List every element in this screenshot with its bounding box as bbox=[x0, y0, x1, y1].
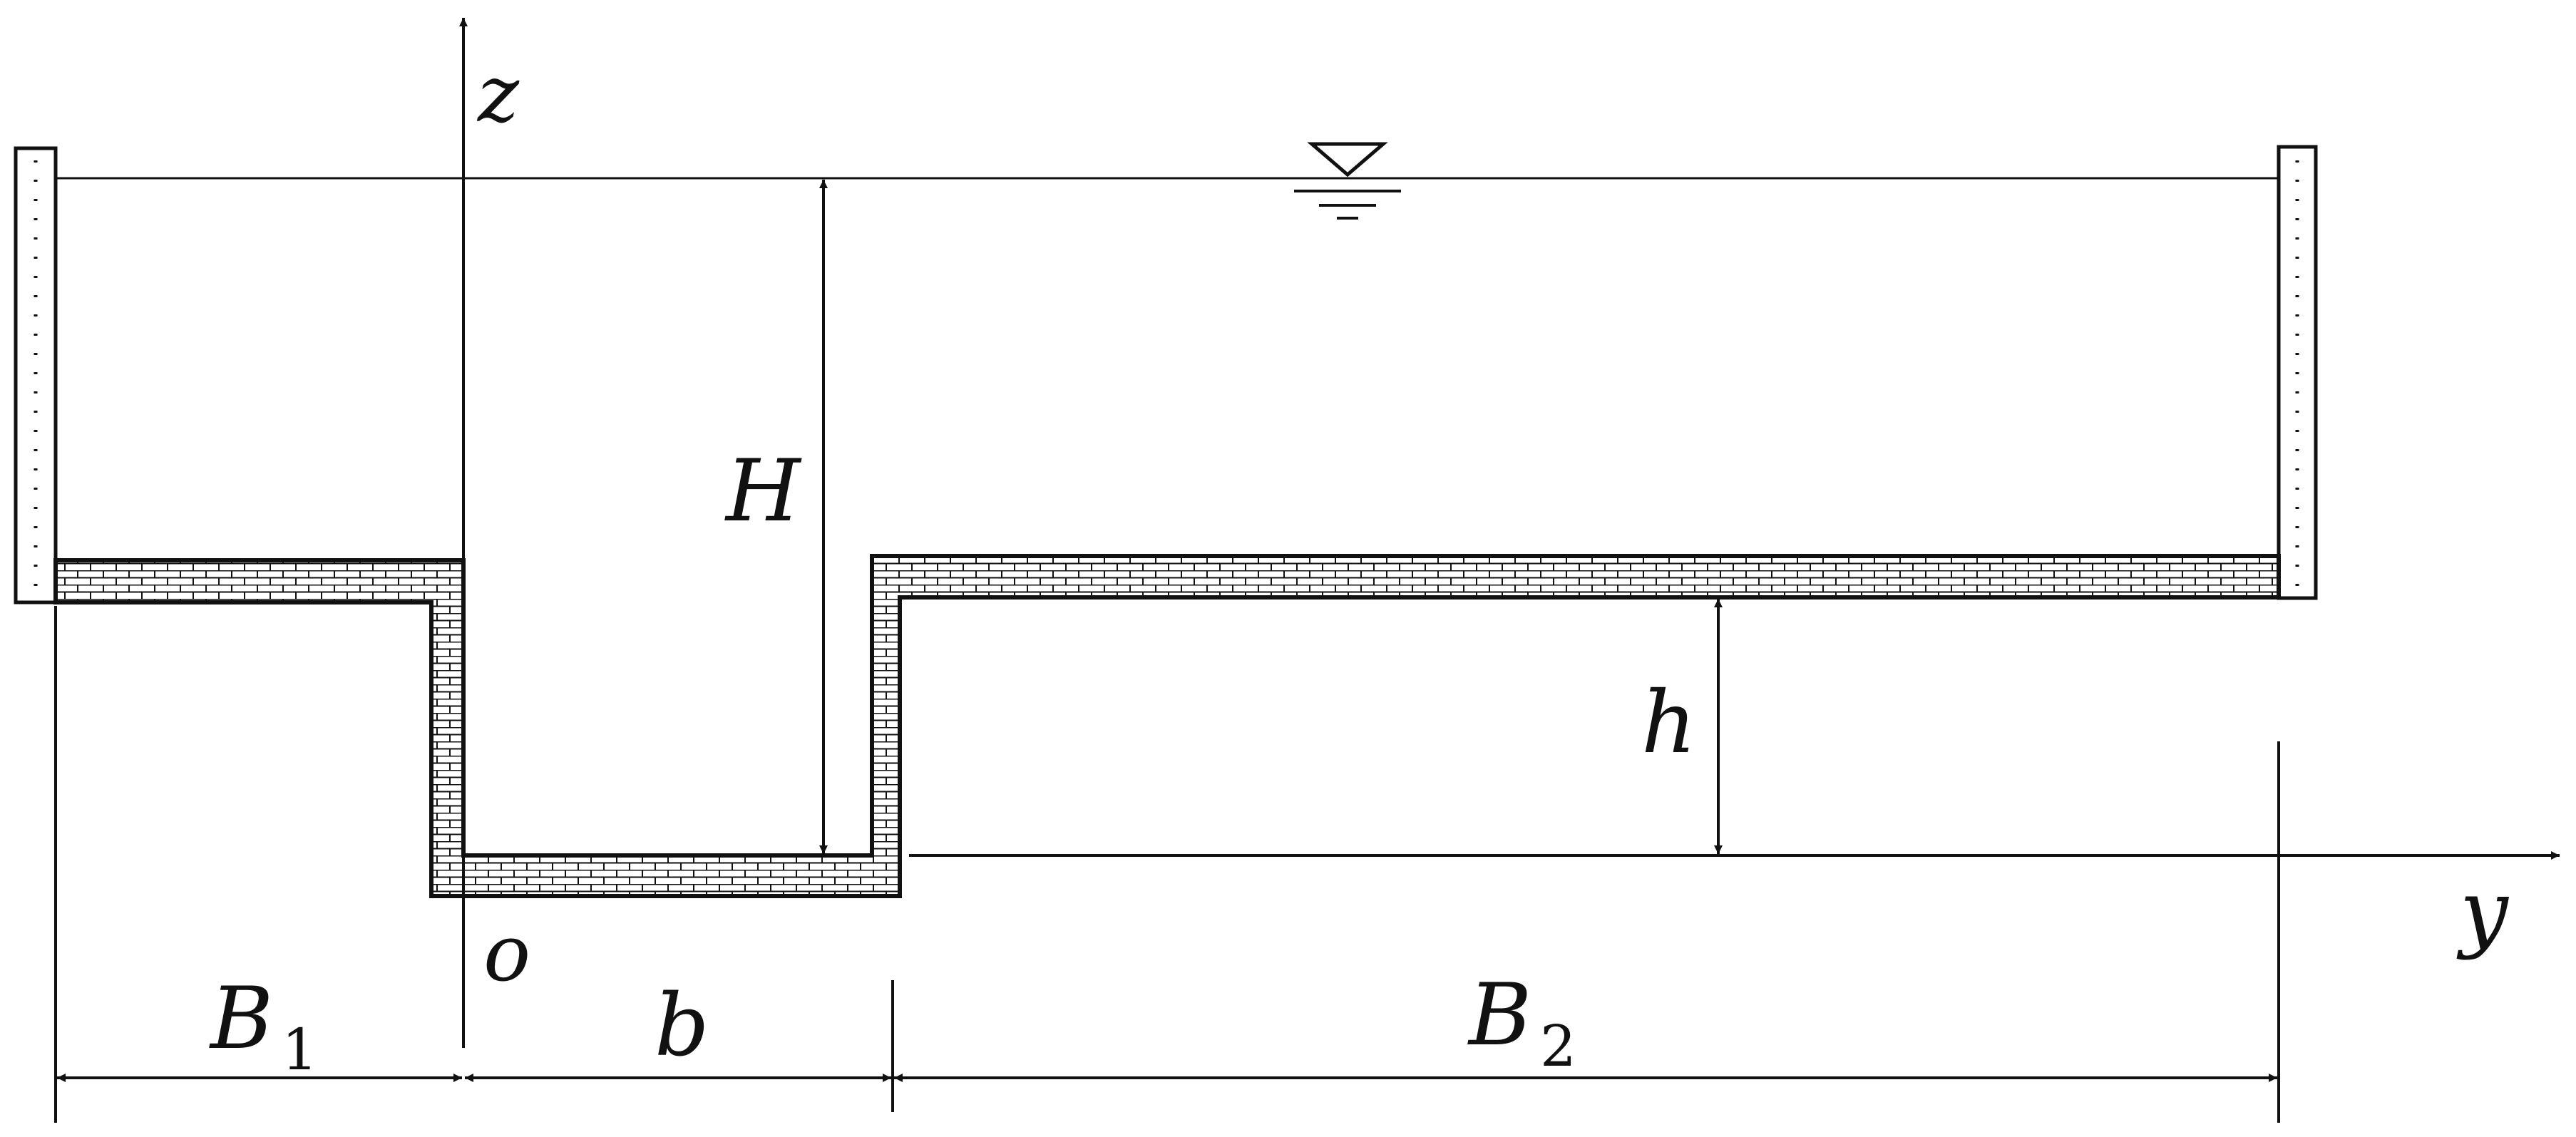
width-B1-subscript: 1 bbox=[282, 1017, 318, 1083]
origin-label: o bbox=[483, 907, 530, 999]
water-surface-symbol bbox=[1294, 142, 1401, 220]
right-wall bbox=[2277, 145, 2318, 600]
extension-lines bbox=[54, 606, 2280, 1123]
width-B1-label: B bbox=[209, 969, 273, 1069]
width-B2-label: B bbox=[1467, 966, 1531, 1065]
width-B2-subscript: 2 bbox=[1540, 1013, 1576, 1079]
channel-bed bbox=[53, 554, 2281, 898]
width-b-label: b bbox=[655, 977, 709, 1076]
y-axis-label: y bbox=[2456, 863, 2510, 962]
depth-H-label: H bbox=[724, 442, 802, 541]
z-axis-label: z bbox=[476, 48, 520, 140]
left-wall bbox=[14, 146, 58, 604]
step-h-label: h bbox=[1641, 674, 1696, 773]
